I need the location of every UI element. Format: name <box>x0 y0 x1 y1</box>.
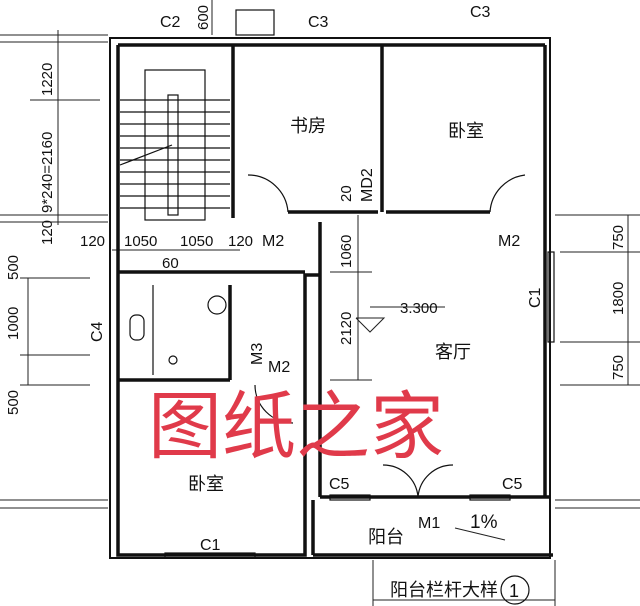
room-study: 书房 <box>290 116 326 136</box>
detail-number: 1 <box>509 581 519 601</box>
dim-20: 20 <box>338 185 355 202</box>
dim-1220: 1220 <box>39 63 56 96</box>
dim-120-vertical: 120 <box>39 220 56 245</box>
dim-1050a: 1050 <box>124 233 157 250</box>
label-c1-bottom: C1 <box>200 537 221 554</box>
dim-600: 600 <box>195 5 212 30</box>
dim-120a: 120 <box>80 233 105 250</box>
dim-750b: 750 <box>610 355 627 380</box>
label-c1-right: C1 <box>527 287 544 308</box>
dim-120b: 120 <box>228 233 253 250</box>
watermark: 图纸之家 <box>148 384 444 470</box>
slope-label: 1% <box>470 512 498 533</box>
label-c4: C4 <box>89 321 106 342</box>
label-md2: MD2 <box>359 168 376 202</box>
staircase <box>119 69 230 221</box>
dim-1000: 1000 <box>5 307 22 340</box>
room-bedroom-top: 卧室 <box>448 121 484 141</box>
label-c2: C2 <box>160 14 181 31</box>
dim-2160: 9*240=2160 <box>39 132 56 213</box>
label-c3b: C3 <box>470 4 491 21</box>
label-m1: M1 <box>418 515 440 532</box>
label-m3: M3 <box>249 343 266 365</box>
dim-1050b: 1050 <box>180 233 213 250</box>
fixtures <box>129 9 555 605</box>
dim-1060: 1060 <box>338 235 355 268</box>
walls <box>109 37 553 559</box>
label-c5a: C5 <box>329 476 350 493</box>
label-c5b: C5 <box>502 476 523 493</box>
label-m2a: M2 <box>262 233 284 250</box>
dim-2120: 2120 <box>338 312 355 345</box>
room-living: 客厅 <box>435 342 471 362</box>
elevation-mark: 3.300 <box>400 300 438 317</box>
room-bedroom-bottom: 卧室 <box>188 474 224 494</box>
detail-label: 阳台栏杆大样 <box>390 580 498 600</box>
dim-60: 60 <box>162 255 179 272</box>
dim-500a: 500 <box>5 255 22 280</box>
label-c3a: C3 <box>308 14 329 31</box>
label-m2c: M2 <box>268 359 290 376</box>
label-m2b: M2 <box>498 233 520 250</box>
room-balcony: 阳台 <box>368 527 404 547</box>
dim-500b: 500 <box>5 390 22 415</box>
dim-1800: 1800 <box>610 282 627 315</box>
dim-750a: 750 <box>610 225 627 250</box>
